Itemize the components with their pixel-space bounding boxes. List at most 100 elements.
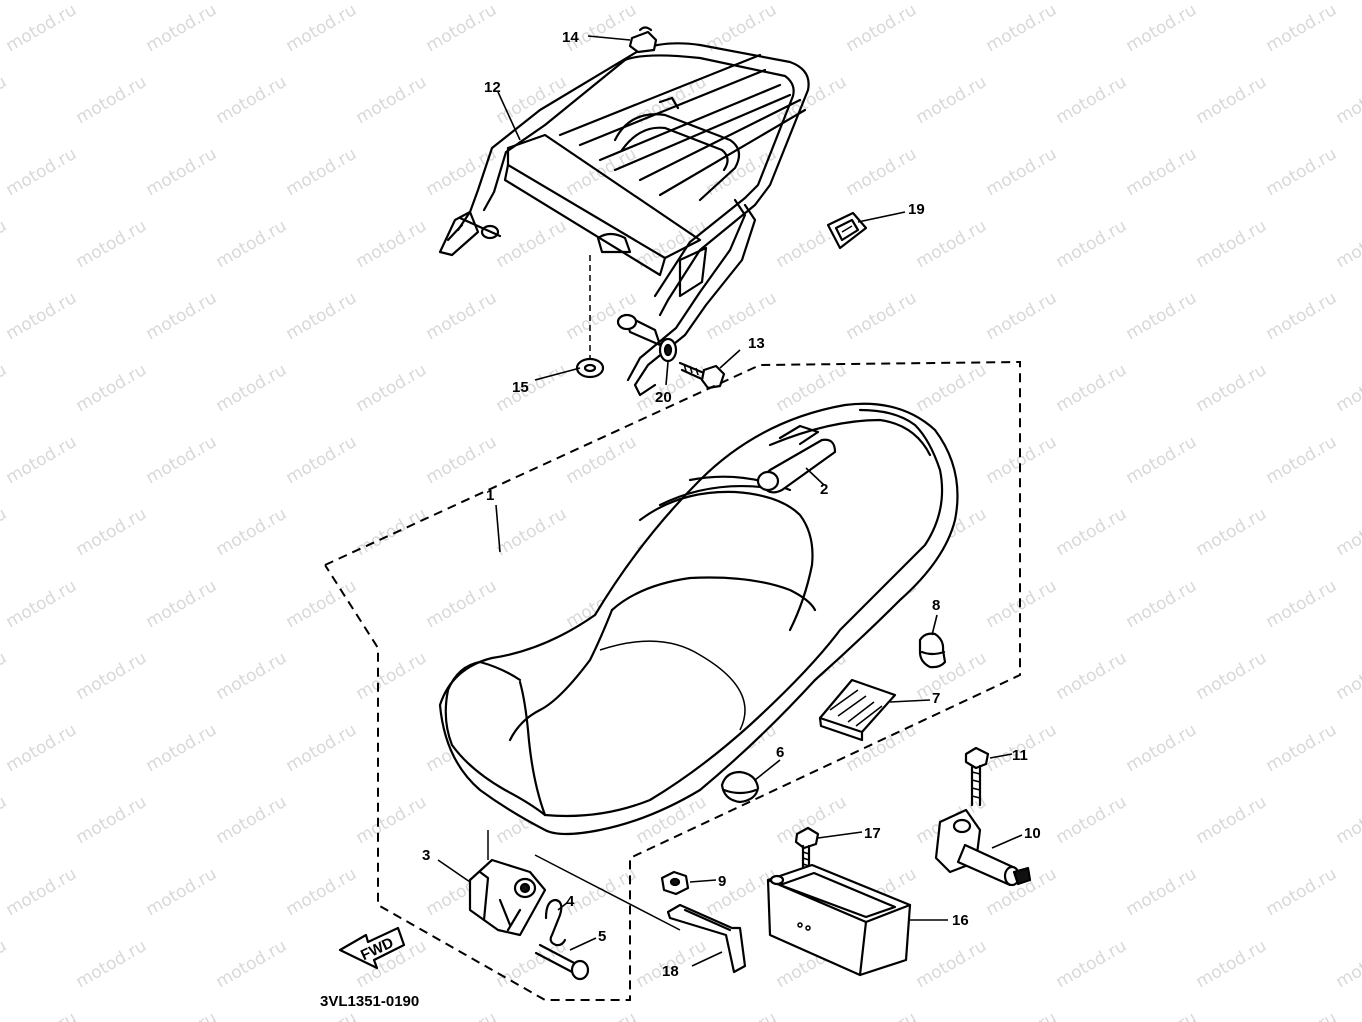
watermark-text: motod.ru xyxy=(353,360,431,416)
watermark-text: motod.ru xyxy=(3,144,81,200)
watermark-text: motod.ru xyxy=(73,504,151,560)
part-label-12: 12 xyxy=(484,79,501,96)
watermark-text: motod.ru xyxy=(1333,360,1362,416)
watermark-text: motod.ru xyxy=(983,432,1061,488)
watermark-text: motod.ru xyxy=(1193,648,1271,704)
part-label-10: 10 xyxy=(1024,825,1041,842)
part-label-9: 9 xyxy=(718,873,726,890)
watermark-text: motod.ru xyxy=(703,1008,781,1022)
watermark-text: motod.ru xyxy=(1053,72,1131,128)
watermark-text: motod.ru xyxy=(73,216,151,272)
seat-band-2 xyxy=(756,424,837,494)
watermark-text: motod.ru xyxy=(843,288,921,344)
part-label-20: 20 xyxy=(655,389,672,406)
watermark-text: motod.ru xyxy=(1123,144,1201,200)
watermark-text: motod.ru xyxy=(1053,504,1131,560)
watermark-text: motod.ru xyxy=(283,144,361,200)
watermark-text: motod.ru xyxy=(423,144,501,200)
part-label-17: 17 xyxy=(864,825,881,842)
watermark-text: motod.ru xyxy=(1333,216,1362,272)
washer-15 xyxy=(575,357,605,379)
watermark-text: motod.ru xyxy=(1263,288,1341,344)
leader-lines xyxy=(437,35,1023,967)
watermark-text: motod.ru xyxy=(1193,792,1271,848)
watermark-text: motod.ru xyxy=(983,576,1061,632)
watermark-text: motod.ru xyxy=(423,288,501,344)
watermark-text: motod.ru xyxy=(353,648,431,704)
storage-case-16 xyxy=(766,863,912,977)
part-label-1: 1 xyxy=(486,487,494,504)
watermark-text: motod.ru xyxy=(0,936,10,992)
watermark-text: motod.ru xyxy=(143,1008,221,1022)
watermark-text: motod.ru xyxy=(913,936,991,992)
watermark-text: motod.ru xyxy=(3,288,81,344)
nut-9 xyxy=(660,870,690,896)
watermark-text: motod.ru xyxy=(73,72,151,128)
watermark-text: motod.ru xyxy=(73,648,151,704)
watermark-text: motod.ru xyxy=(423,432,501,488)
watermark-text: motod.ru xyxy=(0,360,10,416)
watermark-text: motod.ru xyxy=(563,432,641,488)
watermark-text: motod.ru xyxy=(283,864,361,920)
watermark-text: motod.ru xyxy=(983,0,1061,56)
watermark-text: motod.ru xyxy=(143,144,221,200)
watermark-text: motod.ru xyxy=(1263,864,1341,920)
watermark-text: motod.ru xyxy=(283,0,361,56)
watermark-text: motod.ru xyxy=(843,0,921,56)
watermark-text: motod.ru xyxy=(1123,1008,1201,1022)
watermark-text: motod.ru xyxy=(3,720,81,776)
watermark-text: motod.ru xyxy=(0,72,10,128)
bolt-11 xyxy=(964,746,990,807)
part-label-16: 16 xyxy=(952,912,969,929)
bolt-13 xyxy=(678,361,726,390)
watermark-text: motod.ru xyxy=(1193,216,1271,272)
part-label-3: 3 xyxy=(422,847,430,864)
watermark-text: motod.ru xyxy=(1053,648,1131,704)
part-label-11: 11 xyxy=(1012,747,1028,764)
watermark-text: motod.ru xyxy=(493,216,571,272)
part-label-15: 15 xyxy=(512,379,529,396)
watermark-text: motod.ru xyxy=(353,216,431,272)
watermark-text: motod.ru xyxy=(913,216,991,272)
part-label-2: 2 xyxy=(820,481,828,498)
watermark-text: motod.ru xyxy=(353,504,431,560)
watermark-text: motod.ru xyxy=(1123,0,1201,56)
watermark-text: motod.ru xyxy=(1053,792,1131,848)
watermark-text: motod.ru xyxy=(353,792,431,848)
watermark-text: motod.ru xyxy=(1123,576,1201,632)
part-label-7: 7 xyxy=(932,690,940,707)
watermark-text: motod.ru xyxy=(1193,360,1271,416)
watermark-text: motod.ru xyxy=(283,576,361,632)
watermark-text: motod.ru xyxy=(493,360,571,416)
watermark-text: motod.ru xyxy=(213,504,291,560)
watermark-text: motod.ru xyxy=(213,72,291,128)
watermark-text: motod.ru xyxy=(213,360,291,416)
watermark-text: motod.ru xyxy=(1333,72,1362,128)
watermark-text: motod.ru xyxy=(423,1008,501,1022)
watermark-text: motod.ru xyxy=(1053,936,1131,992)
part-label-5: 5 xyxy=(598,928,606,945)
watermark-text: motod.ru xyxy=(983,288,1061,344)
watermark-text: motod.ru xyxy=(1333,504,1362,560)
drawing-code: 3VL1351-0190 xyxy=(320,993,419,1010)
watermark-text: motod.ru xyxy=(1193,504,1271,560)
pin-5 xyxy=(534,943,590,981)
watermark-text: motod.ru xyxy=(0,648,10,704)
watermark-text: motod.ru xyxy=(0,216,10,272)
clip-4 xyxy=(544,898,567,947)
watermark-text: motod.ru xyxy=(73,360,151,416)
watermark-text: motod.ru xyxy=(213,936,291,992)
seat-hook-3 xyxy=(468,830,681,937)
watermark-text: motod.ru xyxy=(1263,432,1341,488)
pad-7 xyxy=(818,678,897,742)
part-label-4: 4 xyxy=(566,893,575,910)
seat-lock-10 xyxy=(934,808,1032,887)
watermark-text: motod.ru xyxy=(563,1008,641,1022)
watermark-text: motod.ru xyxy=(1333,648,1362,704)
watermark-text: motod.ru xyxy=(1263,576,1341,632)
watermark-text: motod.ru xyxy=(353,72,431,128)
watermark-text: motod.ru xyxy=(1263,720,1341,776)
part-label-19: 19 xyxy=(908,201,925,218)
part-label-18: 18 xyxy=(662,963,679,980)
